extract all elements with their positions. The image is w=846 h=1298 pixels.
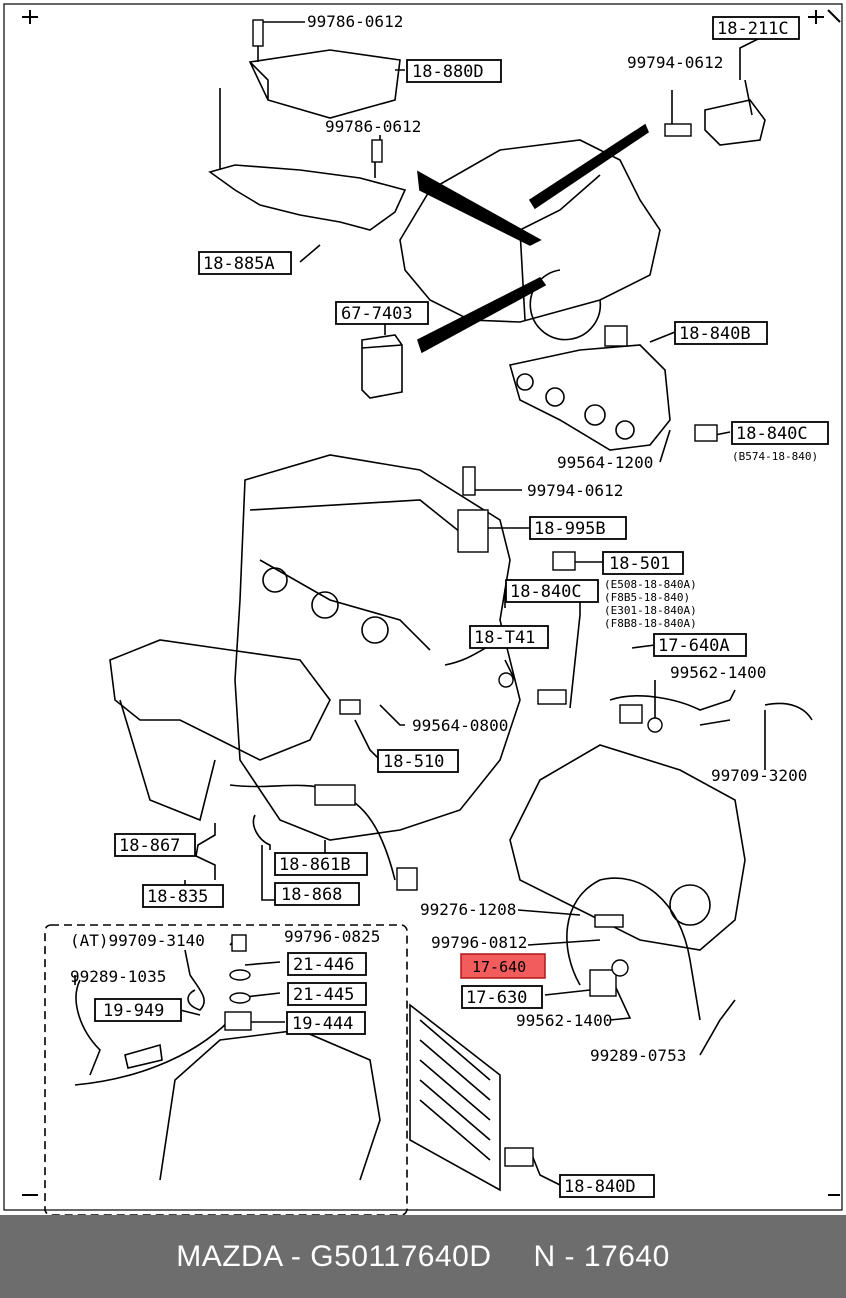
bolt-99796-0812-shape xyxy=(594,914,624,928)
label-99794-0612-b: 99794-0612 xyxy=(527,481,623,500)
label-frames xyxy=(94,16,829,1198)
label-18-835: 18-835 xyxy=(147,887,208,907)
pointer-wedge-2 xyxy=(528,123,649,210)
label-18-840C-b: 18-840C xyxy=(510,582,582,602)
label-17-640: 17-640 xyxy=(472,958,526,976)
washer-99562-1400-b-shape xyxy=(611,959,629,977)
at-inset-frame xyxy=(44,924,408,1215)
label-21-446: 21-446 xyxy=(293,955,354,975)
switch-17-640-shape xyxy=(589,969,617,997)
footer-brand-part-number: MAZDA - G50117640D xyxy=(176,1239,492,1273)
washer-99562-1400-a-shape xyxy=(647,717,663,733)
sensor-18-995B-shape xyxy=(457,509,489,553)
label-18-501: 18-501 xyxy=(609,554,670,574)
label-99564-0800: 99564-0800 xyxy=(412,716,508,735)
sensor-18-510-shape xyxy=(339,699,361,715)
label-21-445: 21-445 xyxy=(293,985,354,1005)
label-e301: (E301-18-840A) xyxy=(604,604,697,617)
label-18-868: 18-868 xyxy=(281,885,342,905)
pointer-wedge-1 xyxy=(417,170,542,246)
sensor-18-840D-shape xyxy=(504,1147,534,1167)
car-body-shape xyxy=(399,139,661,323)
label-f8b5: (F8B5-18-840) xyxy=(604,591,690,604)
exhaust-manifold-shape xyxy=(109,639,331,761)
label-f8b8: (F8B8-18-840A) xyxy=(604,617,697,630)
label-17-640A: 17-640A xyxy=(658,636,730,656)
label-99562-1400-a: 99562-1400 xyxy=(670,663,766,682)
label-67-7403: 67-7403 xyxy=(341,304,413,324)
ecu-module-shape xyxy=(248,49,401,119)
footer-short-code: N - 17640 xyxy=(533,1239,670,1273)
corner-marks xyxy=(22,9,841,1196)
switch-19-444-shape xyxy=(224,1011,252,1031)
label-b574: (B574-18-840) xyxy=(732,450,818,463)
bolt-99786-0612-a-shape xyxy=(252,19,264,47)
label-at-99709-3140: (AT)99709-3140 xyxy=(70,931,205,950)
transmission-shape xyxy=(509,744,746,951)
sensor-18-840C-a-shape xyxy=(694,424,718,442)
label-18-T41: 18-T41 xyxy=(474,628,535,648)
connector-18-868-shape xyxy=(396,867,418,891)
switch-18-501-shape xyxy=(552,551,576,571)
label-19-949: 19-949 xyxy=(103,1001,164,1021)
pointer-wedge-3 xyxy=(417,276,547,354)
label-99796-0812: 99796-0812 xyxy=(431,933,527,952)
label-18-885A: 18-885A xyxy=(203,254,275,274)
label-99796-0825: 99796-0825 xyxy=(284,927,380,946)
bolt-99786-0612-b-shape xyxy=(371,139,383,163)
gasket-18-T41-shape xyxy=(498,672,514,688)
footer-bar: MAZDA - G50117640D N - 17640 xyxy=(0,1215,846,1298)
bolt-99794-0612-b-shape xyxy=(462,466,476,496)
label-99786-0612-b: 99786-0612 xyxy=(325,117,421,136)
label-18-510: 18-510 xyxy=(383,752,444,772)
sensor-18-861B-shape xyxy=(314,784,356,806)
relay-shape xyxy=(361,334,403,399)
label-18-880D: 18-880D xyxy=(412,62,484,82)
label-e508: (E508-18-840A) xyxy=(604,578,697,591)
label-18-840C-a: 18-840C xyxy=(736,424,808,444)
intake-manifold-shape xyxy=(508,344,671,451)
label-99276-1208: 99276-1208 xyxy=(420,900,516,919)
label-99289-0753: 99289-0753 xyxy=(590,1046,686,1065)
harness-bracket-shape xyxy=(704,79,766,146)
label-17-630: 17-630 xyxy=(466,988,527,1008)
parts-diagram: 99786-0612 18-880D 18-211C 99794-0612 99… xyxy=(3,3,843,1215)
label-18-861B: 18-861B xyxy=(279,855,351,875)
label-19-444: 19-444 xyxy=(292,1014,353,1034)
sheet-border xyxy=(3,3,843,1211)
sensor-18-840B-shape xyxy=(604,325,628,347)
at-transmission-shape xyxy=(159,1029,381,1181)
label-18-840D: 18-840D xyxy=(564,1177,636,1197)
label-99562-1400-b: 99562-1400 xyxy=(516,1011,612,1030)
label-99709-3200: 99709-3200 xyxy=(711,766,807,785)
label-texts: 99786-0612 18-880D 18-211C 99794-0612 99… xyxy=(70,12,818,1197)
label-99289-1035: 99289-1035 xyxy=(70,967,166,986)
radiator-shape xyxy=(409,1003,501,1192)
highlight-box-17-640 xyxy=(460,953,546,979)
hardware xyxy=(224,19,718,1167)
sensor-18-840C-shape xyxy=(537,689,567,705)
label-99786-0612-a: 99786-0612 xyxy=(307,12,403,31)
bolt-99796-0825-shape xyxy=(231,934,247,952)
label-18-211C: 18-211C xyxy=(717,19,789,39)
artwork xyxy=(44,21,813,1215)
washer-21-445-shape xyxy=(229,992,251,1004)
engine-block-shape xyxy=(234,454,521,841)
switch-17-640A-shape xyxy=(619,704,643,724)
washer-21-446-shape xyxy=(229,969,251,981)
label-99564-1200: 99564-1200 xyxy=(557,453,653,472)
bolt-99794-0612-a-shape xyxy=(664,123,692,137)
label-18-867: 18-867 xyxy=(119,836,180,856)
label-18-995B: 18-995B xyxy=(534,519,606,539)
label-99794-0612-a: 99794-0612 xyxy=(627,53,723,72)
ecu-bracket-shape xyxy=(208,164,407,231)
label-18-840B: 18-840B xyxy=(679,324,751,344)
